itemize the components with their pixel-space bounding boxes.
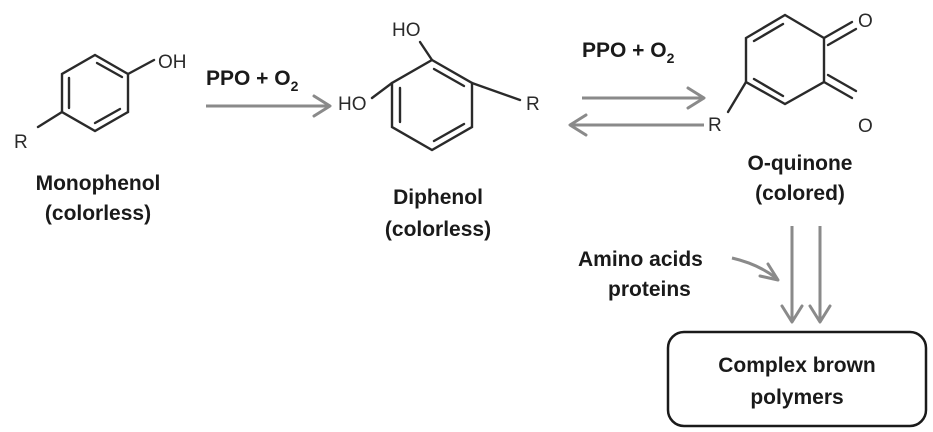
step2-reverse-arrowhead: [568, 113, 588, 137]
diphenol-ho-top-bond: [418, 40, 434, 62]
diphenol-ho-top-label: HO: [392, 20, 421, 41]
side-reactant-arrow: [731, 256, 777, 280]
quinone-o-top-label: O: [858, 11, 873, 32]
monophenol-oh-bond: [126, 58, 156, 76]
side-reactant-arrowhead: [758, 262, 780, 282]
product-line2: polymers: [750, 386, 843, 409]
diphenol-r-bond: [470, 81, 522, 102]
diphenol-ring: [390, 58, 474, 152]
quinone-r-label: R: [708, 115, 722, 136]
monophenol-state: (colorless): [45, 202, 151, 225]
monophenol-double-bond: [93, 107, 122, 125]
step2-forward-arrowhead: [686, 86, 706, 110]
quinone-name: O-quinone: [748, 152, 853, 175]
quinone-o-bottom-label: O: [858, 116, 873, 137]
quinone-double-bond: [752, 22, 785, 43]
step1-reagent-label: PPO + O2: [206, 67, 299, 94]
quinone-down-arrowhead-left: [780, 304, 804, 324]
quinone-r-bond: [726, 80, 748, 114]
side-reactant-line2: proteins: [608, 278, 691, 301]
monophenol-name: Monophenol: [36, 172, 161, 195]
diphenol-structure: HO HO R: [338, 20, 540, 152]
monophenol-double-bond: [95, 61, 124, 79]
quinone-ring: [744, 13, 826, 106]
diphenol-r-label: R: [526, 94, 540, 115]
quinone-carbonyl-top: [826, 27, 858, 47]
diphenol-double-bond: [432, 122, 466, 143]
step1-arrowhead: [312, 94, 332, 118]
monophenol-r-label: R: [14, 132, 28, 153]
diphenol-ho-left-bond: [370, 81, 394, 100]
quinone-carbonyl-bottom: [822, 80, 854, 100]
product-line1: Complex brown: [718, 354, 876, 377]
quinone-carbonyl-bottom: [826, 73, 858, 93]
monophenol-ring: [60, 53, 130, 133]
side-reactant-line1: Amino acids: [578, 248, 703, 271]
diphenol-state: (colorless): [385, 218, 491, 241]
step2-reagent-label: PPO + O2: [582, 39, 675, 66]
quinone-structure: O O R: [708, 11, 873, 137]
monophenol-oh-label: OH: [158, 52, 187, 73]
quinone-double-bond: [752, 77, 785, 98]
product-box: [666, 330, 928, 428]
diphenol-name: Diphenol: [393, 186, 483, 209]
monophenol-r-bond: [36, 110, 64, 129]
quinone-state: (colored): [755, 182, 845, 205]
diphenol-double-bond: [432, 67, 466, 88]
quinone-down-arrowhead-right: [808, 304, 832, 324]
diphenol-ho-left-label: HO: [338, 94, 367, 115]
quinone-carbonyl-top: [822, 20, 854, 40]
monophenol-structure: OH R: [14, 52, 187, 153]
